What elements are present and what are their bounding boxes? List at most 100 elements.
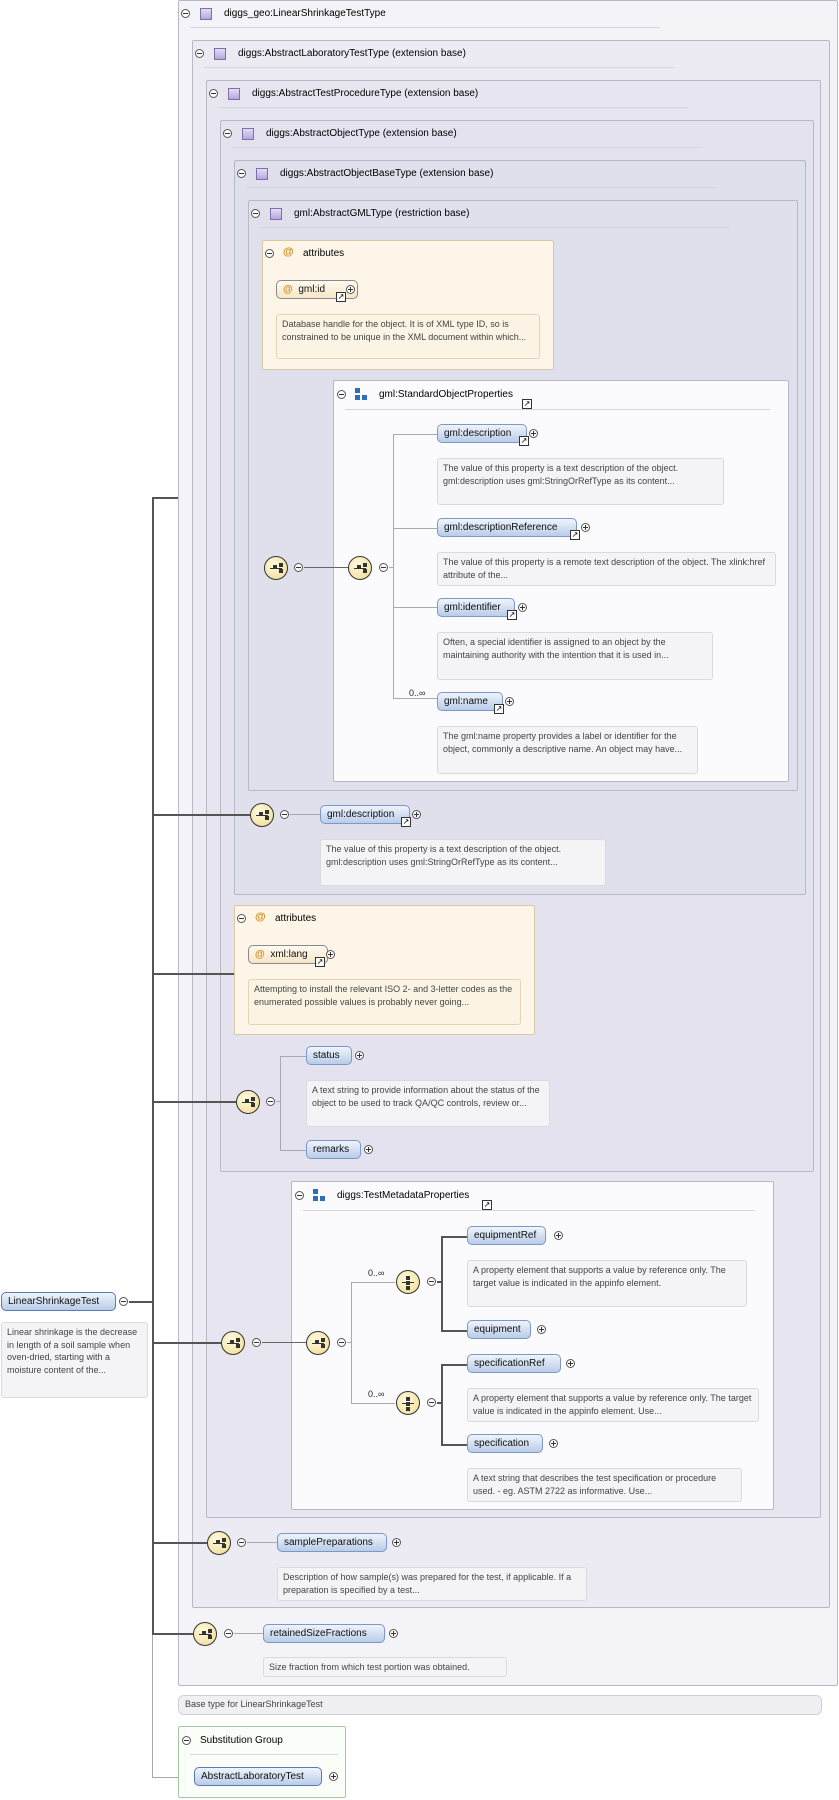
expand-gml-name[interactable]: [505, 697, 514, 706]
sequence-collapse[interactable]: [266, 1097, 275, 1106]
sequence-compositor-icon[interactable]: [221, 1331, 245, 1355]
expand-gml-identifier[interactable]: [518, 603, 527, 612]
expand-sample-preparations[interactable]: [392, 1538, 401, 1547]
expand-specification[interactable]: [549, 1439, 558, 1448]
expand-gml-description-reference[interactable]: [581, 523, 590, 532]
sequence-collapse[interactable]: [379, 563, 388, 572]
multiplicity-label: 0..∞: [368, 1268, 385, 1278]
expand-retained-size-fractions[interactable]: [389, 1629, 398, 1638]
expand-gml-description[interactable]: [529, 429, 538, 438]
expand-object-description[interactable]: [412, 810, 421, 819]
branch-line: [351, 1282, 352, 1403]
attributes-collapse-xml[interactable]: [237, 914, 246, 923]
expand-status[interactable]: [355, 1051, 364, 1060]
sequence-collapse[interactable]: [224, 1629, 233, 1638]
branch-line: [351, 1403, 395, 1404]
group-icon: [355, 388, 369, 402]
substitution-group-collapse[interactable]: [182, 1736, 191, 1745]
choice-collapse[interactable]: [427, 1398, 436, 1407]
attribute-gml-id-doc: Database handle for the object. It is of…: [276, 314, 540, 359]
root-element-label: LinearShrinkageTest: [8, 1296, 100, 1307]
choice-compositor-icon[interactable]: [396, 1270, 420, 1294]
choice-compositor-icon[interactable]: [396, 1391, 420, 1415]
spine-connector: [152, 1633, 193, 1635]
element-retained-size-fractions-doc: Size fraction from which test portion wa…: [263, 1657, 507, 1677]
element-specification[interactable]: specification: [467, 1434, 543, 1453]
link-arrow-icon[interactable]: ↗: [522, 399, 532, 409]
element-retained-size-fractions[interactable]: retainedSizeFractions: [263, 1624, 385, 1643]
expand-xml-lang[interactable]: [326, 950, 335, 959]
sequence-compositor-icon[interactable]: [193, 1622, 217, 1646]
sequence-compositor-icon[interactable]: [250, 803, 274, 827]
element-sample-preparations[interactable]: samplePreparations: [277, 1533, 387, 1552]
sequence-collapse[interactable]: [294, 563, 303, 572]
sequence-compositor-icon[interactable]: [264, 556, 288, 580]
sequence-collapse[interactable]: [337, 1338, 346, 1347]
branch-line: [351, 1282, 395, 1283]
sequence-compositor-icon[interactable]: [207, 1531, 231, 1555]
link-arrow-icon[interactable]: ↗: [519, 436, 529, 446]
choice-branch-line: [441, 1330, 467, 1332]
choice-branch-line: [437, 1281, 441, 1283]
sequence-collapse[interactable]: [280, 810, 289, 819]
sequence-collapse[interactable]: [252, 1338, 261, 1347]
choice-branch-line: [437, 1402, 441, 1404]
element-specification-ref-doc: A property element that supports a value…: [467, 1388, 759, 1422]
header-divider: [260, 227, 730, 228]
link-arrow-icon[interactable]: ↗: [482, 1200, 492, 1210]
element-abstract-laboratory-test[interactable]: AbstractLaboratoryTest: [194, 1767, 322, 1786]
type-box-collapse-t2[interactable]: [209, 89, 218, 98]
element-label: retainedSizeFractions: [270, 1628, 367, 1639]
group-collapse-test-metadata-properties[interactable]: [295, 1191, 304, 1200]
type-box-collapse-t4[interactable]: [237, 169, 246, 178]
spine-connector: [152, 1342, 221, 1344]
link-arrow-icon[interactable]: ↗: [336, 292, 346, 302]
header-divider: [190, 1754, 338, 1755]
type-box-collapse-t3[interactable]: [223, 129, 232, 138]
type-box-collapse-t0[interactable]: [181, 9, 190, 18]
expand-specification-ref[interactable]: [566, 1359, 575, 1368]
group-collapse-standard-object-properties[interactable]: [337, 390, 346, 399]
element-gml-name[interactable]: gml:name: [437, 692, 503, 711]
branch-line: [276, 1101, 280, 1102]
attributes-collapse-gml[interactable]: [265, 249, 274, 258]
expand-gml-id[interactable]: [346, 285, 355, 294]
element-equipment[interactable]: equipment: [467, 1320, 531, 1339]
link-arrow-icon[interactable]: ↗: [401, 817, 411, 827]
link-arrow-icon[interactable]: ↗: [315, 957, 325, 967]
element-label: equipmentRef: [474, 1230, 537, 1241]
choice-collapse[interactable]: [427, 1277, 436, 1286]
choice-branch-line: [441, 1236, 467, 1238]
expand-remarks[interactable]: [364, 1145, 373, 1154]
element-object-description[interactable]: gml:description: [320, 805, 410, 824]
complex-type-icon: [242, 128, 254, 140]
multiplicity-label: 0..∞: [409, 688, 426, 698]
attribute-xml-lang[interactable]: @ xml:lang: [248, 945, 328, 964]
expand-equipment-ref[interactable]: [554, 1231, 563, 1240]
element-specification-ref[interactable]: specificationRef: [467, 1354, 561, 1373]
sequence-compositor-icon[interactable]: [348, 556, 372, 580]
sequence-compositor-icon[interactable]: [236, 1090, 260, 1114]
element-equipment-ref[interactable]: equipmentRef: [467, 1226, 546, 1245]
sequence-collapse[interactable]: [237, 1538, 246, 1547]
link-arrow-icon[interactable]: ↗: [570, 530, 580, 540]
substitution-link-horizontal: [152, 1777, 194, 1778]
element-gml-identifier-doc: Often, a special identifier is assigned …: [437, 632, 713, 680]
spine-connector: [152, 1542, 207, 1544]
expand-abstract-laboratory-test[interactable]: [329, 1772, 338, 1781]
type-box-collapse-t5[interactable]: [251, 209, 260, 218]
element-gml-description-reference[interactable]: gml:descriptionReference: [437, 518, 577, 537]
expand-equipment[interactable]: [537, 1325, 546, 1334]
root-element[interactable]: LinearShrinkageTest: [1, 1292, 116, 1311]
sequence-compositor-icon[interactable]: [306, 1331, 330, 1355]
link-arrow-icon[interactable]: ↗: [507, 610, 517, 620]
link-arrow-icon[interactable]: ↗: [494, 704, 504, 714]
element-status[interactable]: status: [306, 1046, 352, 1065]
element-remarks[interactable]: remarks: [306, 1140, 361, 1159]
type-box-collapse-t1[interactable]: [195, 49, 204, 58]
header-divider: [345, 409, 770, 410]
root-collapse-toggle[interactable]: [119, 1297, 128, 1306]
element-label: samplePreparations: [284, 1537, 373, 1548]
element-gml-identifier[interactable]: gml:identifier: [437, 598, 515, 617]
element-gml-description[interactable]: gml:description: [437, 424, 527, 443]
